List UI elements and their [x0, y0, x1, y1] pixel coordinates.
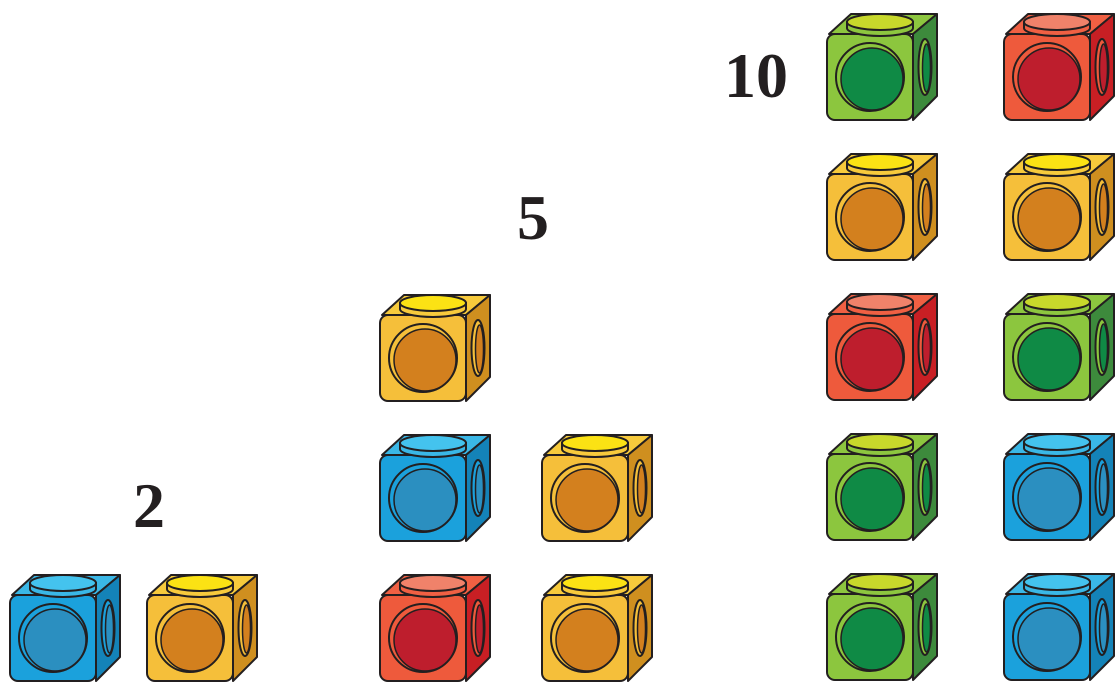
blue-cube [1004, 434, 1114, 540]
yellow-cube [542, 435, 652, 541]
cube-group-10 [827, 14, 1114, 680]
cube-group-5 [380, 295, 652, 681]
green-cube [827, 14, 937, 120]
green-cube [827, 574, 937, 680]
red-cube [380, 575, 490, 681]
green-cube [827, 434, 937, 540]
cube-group-2 [10, 575, 257, 681]
yellow-cube [380, 295, 490, 401]
red-cube [1004, 14, 1114, 120]
yellow-cube [827, 154, 937, 260]
yellow-cube [1004, 154, 1114, 260]
red-cube [827, 294, 937, 400]
blue-cube [10, 575, 120, 681]
green-cube [1004, 294, 1114, 400]
blue-cube [380, 435, 490, 541]
blue-cube [1004, 574, 1114, 680]
yellow-cube [542, 575, 652, 681]
yellow-cube [147, 575, 257, 681]
